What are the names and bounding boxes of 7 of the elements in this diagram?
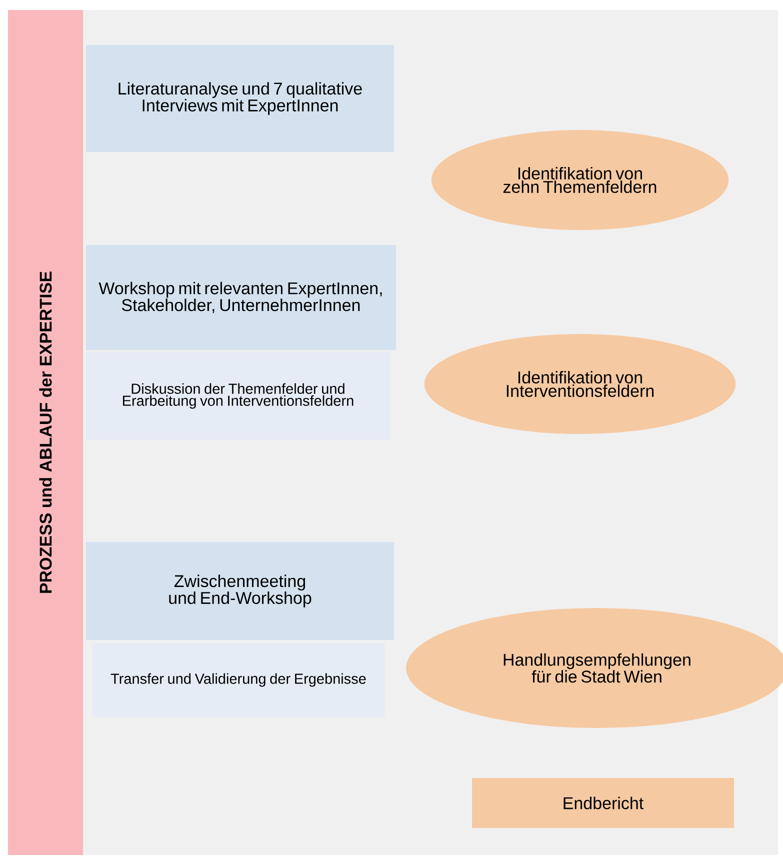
process-box: Literaturanalyse und 7 qualitative Interviews mit ExpertInnen bbox=[86, 45, 394, 152]
result-box: Endbericht bbox=[472, 778, 734, 828]
description-box: Transfer und Validierung der Ergebnisse bbox=[92, 643, 385, 717]
side-band: PROZESS und ABLAUF der EXPERTISE bbox=[8, 10, 83, 855]
process-box: Workshop mit relevanten ExpertInnen, Stakeholder, UnternehmerInnen bbox=[86, 245, 396, 350]
description-box: Diskussion der Themenfelder und Erarbeitung von Interventionsfeldern bbox=[86, 352, 390, 440]
process-box: Zwischenmeeting und End-Workshop bbox=[86, 542, 394, 640]
